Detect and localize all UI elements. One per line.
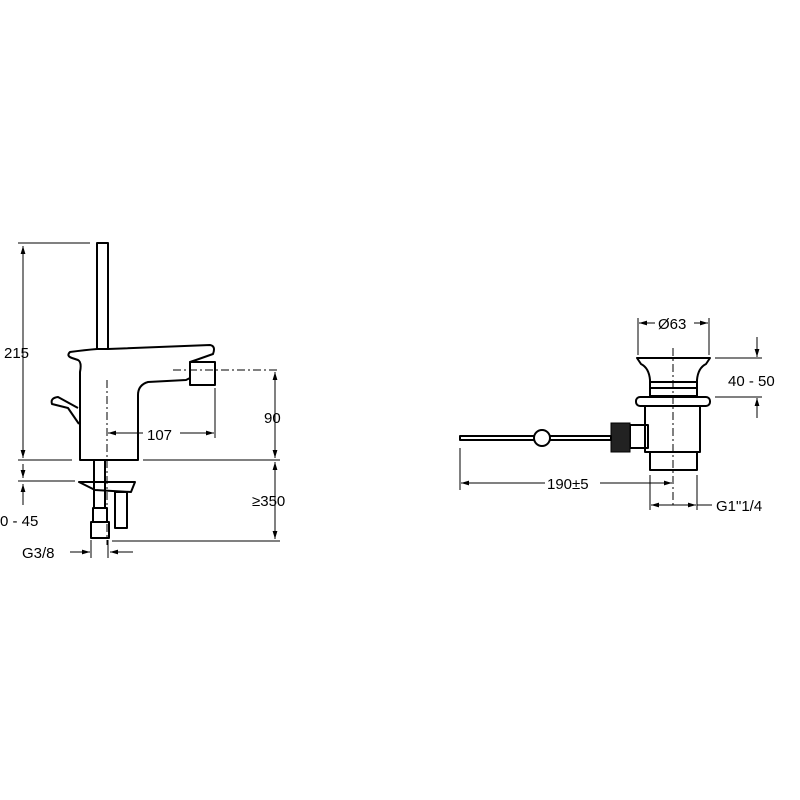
- dim-height-label: 215: [4, 345, 29, 362]
- bidet-mixer-drawing: 215 90 107 0 - 45 ≥350 G3/8: [0, 242, 285, 562]
- dim-deck-thickness-label: 0 - 45: [0, 513, 38, 530]
- dim-rod-label: 190±5: [547, 476, 589, 493]
- spout-nozzle: [189, 361, 216, 386]
- dim-thread-label: G1"1/4: [716, 498, 762, 515]
- dim-spout-height-label: 90: [264, 410, 281, 427]
- pop-up-waste-drawing: Ø63 40 - 50 190±5 G1"1/4: [459, 316, 775, 515]
- dim-hose-length-label: ≥350: [252, 493, 285, 510]
- supply-hose: [93, 459, 106, 509]
- hose-crimp: [92, 507, 108, 523]
- dim-spout-reach-label: 107: [147, 427, 172, 444]
- side-lever: [50, 396, 80, 425]
- dim-diameter-label: Ø63: [658, 316, 686, 333]
- fixing-plate: [78, 481, 136, 493]
- dim-connection-label: G3/8: [22, 545, 55, 562]
- knurled-nut: [610, 422, 631, 453]
- mixer-body: [67, 344, 215, 461]
- hose-nut: [90, 521, 110, 539]
- threaded-rod: [114, 491, 128, 529]
- lift-rod: [96, 242, 109, 350]
- dim-length-label: 40 - 50: [728, 373, 775, 390]
- rod-ball: [533, 429, 551, 447]
